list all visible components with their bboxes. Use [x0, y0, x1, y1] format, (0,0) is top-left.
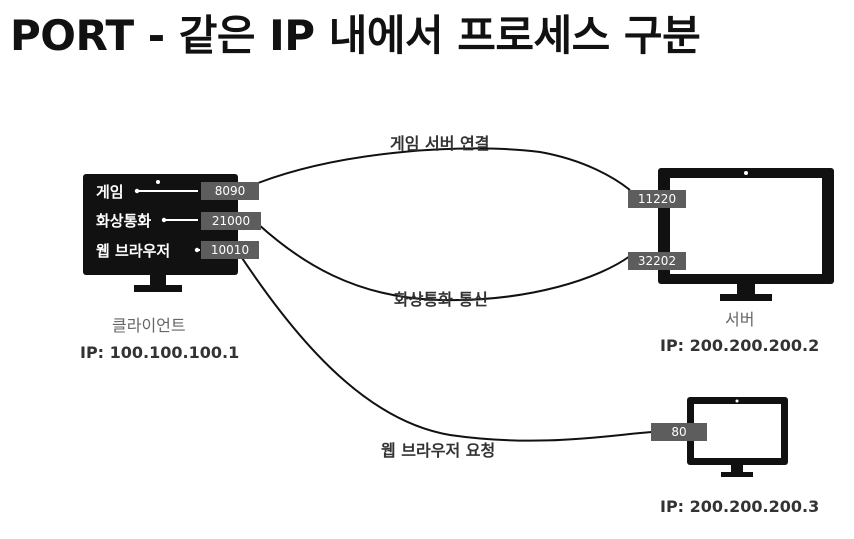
server-monitor-icon	[658, 168, 834, 301]
port-badge-web-browser: 10010	[201, 241, 259, 259]
client-name: 클라이언트	[112, 316, 186, 335]
connection-label-web: 웹 브라우저 요청	[381, 441, 496, 460]
server-ip: IP: 200.200.200.2	[660, 336, 820, 355]
connection-label-game: 게임 서버 연결	[390, 134, 490, 153]
connection-curves	[237, 147, 653, 442]
server2-ip: IP: 200.200.200.3	[660, 497, 820, 516]
connection-label-video-call: 화상통화 통신	[394, 290, 488, 309]
server-port-badge-video-call: 32202	[628, 252, 686, 270]
app-label-web-browser: 웹 브라우저	[96, 242, 171, 260]
app-label-video-call: 화상통화	[96, 212, 152, 230]
page-title: PORT - 같은 IP 내에서 프로세스 구분	[10, 11, 701, 60]
server2-port-badge-web: 80	[651, 423, 707, 441]
server-port-badge-game: 11220	[628, 190, 686, 208]
port-badge-game: 8090	[201, 182, 259, 200]
port-badge-video-call: 21000	[201, 212, 261, 230]
server-name: 서버	[725, 310, 755, 329]
server2-monitor-icon	[687, 397, 788, 477]
client-ip: IP: 100.100.100.1	[80, 343, 240, 362]
app-label-game: 게임	[96, 183, 124, 201]
